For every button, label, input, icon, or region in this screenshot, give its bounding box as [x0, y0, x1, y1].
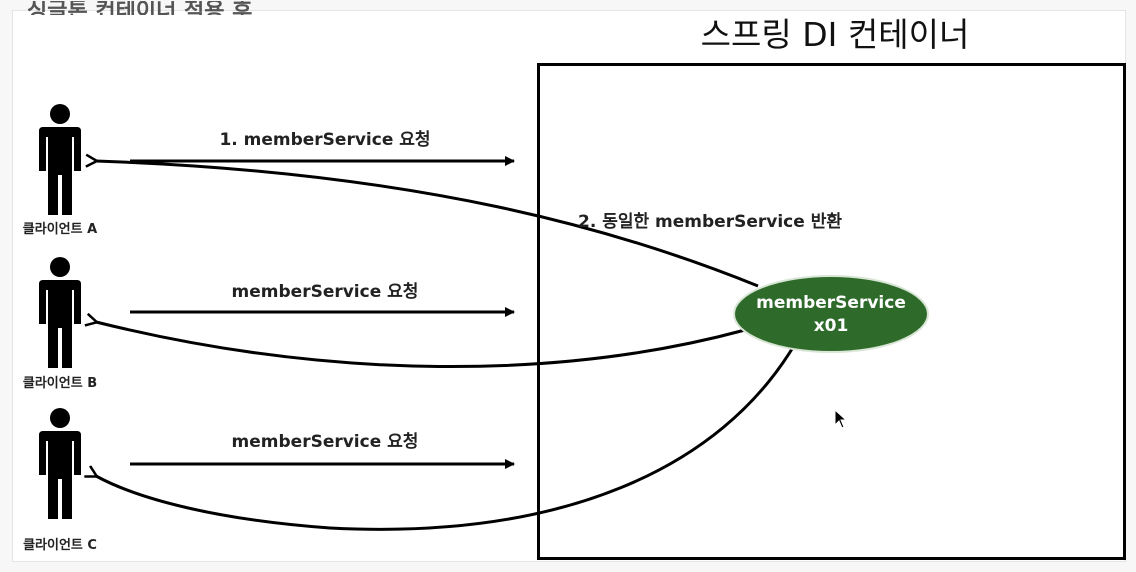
person-icon-client-a — [39, 104, 81, 215]
spring-di-container-box — [537, 63, 1126, 560]
slide-title-partial: 싱글톤 컨테이너 적용 후 — [27, 1, 253, 15]
person-icon-client-b — [39, 257, 81, 368]
return-arrow-a — [96, 161, 759, 288]
return-label: 2. 동일한 memberService 반환 — [578, 212, 842, 232]
request-label-b: memberService 요청 — [231, 282, 419, 302]
person-icon-client-c — [39, 408, 81, 519]
member-service-node — [733, 275, 929, 353]
return-arrow-b — [96, 322, 746, 368]
mouse-cursor-icon — [834, 409, 848, 429]
client-label-b: 클라이언트 B — [22, 376, 98, 391]
client-label-c: 클라이언트 C — [23, 538, 97, 553]
slide-frame: 싱글톤 컨테이너 적용 후 — [12, 1, 1126, 562]
return-arrow-c — [96, 343, 797, 531]
container-title: 스프링 DI 컨테이너 — [700, 15, 970, 54]
client-label-a: 클라이언트 A — [22, 222, 98, 237]
member-service-name: memberService — [756, 293, 906, 313]
request-label-c: memberService 요청 — [231, 432, 419, 452]
member-service-address: x01 — [813, 316, 849, 336]
request-label-a: 1. memberService 요청 — [219, 130, 431, 150]
member-service-node-label: memberService x01 — [733, 292, 929, 338]
